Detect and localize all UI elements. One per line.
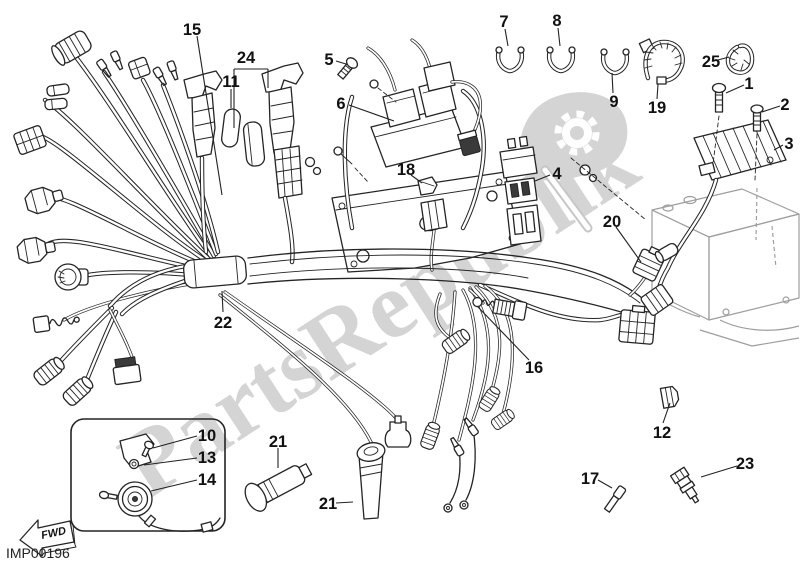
harness-connectors [13, 30, 679, 513]
voltage-regulator [693, 115, 787, 181]
callout-leader-2 [761, 105, 781, 113]
callout-15: 15 [183, 21, 201, 39]
callout-10: 10 [198, 427, 216, 445]
spark-plug-23 [669, 466, 700, 504]
battery [651, 187, 800, 347]
callout-leader-19 [656, 83, 659, 100]
screw-2 [750, 104, 764, 132]
horn [117, 481, 153, 517]
callout-leader-18 [410, 174, 423, 184]
ecu-unit [337, 38, 647, 231]
terminal-17 [603, 485, 627, 513]
callout-14: 14 [198, 471, 217, 489]
connector-spring-terminal [32, 315, 80, 333]
bracket-12 [659, 385, 680, 409]
callout-leader-13 [143, 457, 198, 466]
callout-5: 5 [324, 51, 333, 69]
fwd-label: FWD [40, 525, 67, 542]
callout-7: 7 [499, 13, 508, 31]
callout-leader-1 [725, 84, 745, 94]
rubber-pad [242, 121, 266, 167]
gear-icon [554, 110, 600, 156]
callout-leader-6 [348, 104, 395, 122]
loose-parts [244, 385, 700, 520]
callout-9: 9 [609, 93, 618, 111]
ring-clamp-25 [725, 43, 755, 75]
callout-leader-9 [611, 72, 614, 94]
callout-22: 22 [214, 314, 232, 332]
relay-top [423, 61, 456, 92]
callout-leader-22 [221, 290, 224, 313]
callout-20: 20 [603, 213, 621, 231]
callout-leader-21b [335, 501, 354, 504]
callout-leader-12 [662, 402, 671, 424]
rubber-hose-19 [638, 38, 685, 85]
ecu-connector-plug [457, 129, 481, 157]
callout-21a: 21 [269, 433, 287, 451]
callout-leader-23 [700, 465, 738, 478]
connector-round-large [51, 30, 92, 66]
connector-square-small [127, 56, 151, 80]
callout-11: 11 [222, 73, 239, 91]
callout-17: 17 [581, 470, 599, 488]
callout-2: 2 [780, 96, 789, 114]
harness-wrap [182, 255, 248, 289]
callout-24: 24 [237, 49, 256, 67]
callout-16: 16 [525, 359, 543, 377]
fuse-relay-stack [499, 135, 542, 246]
callout-leader-3 [773, 144, 784, 151]
horn-inset-box [70, 418, 226, 533]
callout-8: 8 [552, 12, 561, 30]
callout-13: 13 [198, 449, 216, 467]
callout-leader-16 [477, 306, 530, 361]
connector-battery-plug [654, 242, 679, 264]
callout-leader-20 [615, 226, 642, 263]
callout-leader-4 [534, 174, 551, 182]
horn-nut [128, 458, 140, 470]
horn-screw [141, 440, 154, 458]
callout-23: 23 [736, 455, 754, 473]
cable-clamp-7 [496, 47, 524, 71]
callout-leader-10 [152, 435, 198, 449]
callout-leader-25 [717, 56, 730, 61]
rubber-capsule-11 [221, 108, 241, 148]
screw-1 [711, 82, 727, 113]
callout-1: 1 [744, 75, 753, 93]
fwd-arrow: FWD [19, 519, 77, 557]
connector-multipin-left [13, 125, 47, 155]
callout-6: 6 [336, 95, 345, 113]
callout-3: 3 [784, 135, 793, 153]
callout-18: 18 [397, 161, 415, 179]
callout-25: 25 [702, 53, 720, 71]
clip-18 [417, 176, 448, 272]
spark-plug-cap-horizontal [244, 463, 313, 512]
gear-flag-logo [520, 92, 628, 233]
connector-black-square [112, 356, 142, 386]
sensor-16 [472, 296, 528, 321]
callout-19: 19 [648, 99, 666, 117]
bolt-5 [337, 57, 359, 80]
connector-battery-cable [640, 284, 674, 316]
horn-bolt [98, 490, 118, 500]
image-code: IMP00196 [6, 545, 70, 561]
connector-knurled-round [54, 263, 89, 291]
connector-multipin-relay [618, 304, 656, 345]
callout-21b: 21 [319, 495, 337, 513]
callout-4: 4 [552, 165, 562, 183]
callout-leader-14 [150, 479, 198, 492]
callout-leader-5 [335, 60, 347, 65]
callout-12: 12 [653, 424, 671, 442]
callout-leader-7 [504, 28, 509, 47]
spark-plug-cap-vertical [356, 442, 386, 520]
callout-leader-8 [557, 27, 561, 47]
cable-clamp-8 [547, 47, 575, 71]
cable-clamp-9 [601, 49, 629, 73]
ignition-coil-left [183, 70, 223, 158]
ignition-coil-right [261, 62, 369, 199]
callout-leader-17 [597, 479, 613, 489]
callout-leader-15 [196, 35, 223, 196]
